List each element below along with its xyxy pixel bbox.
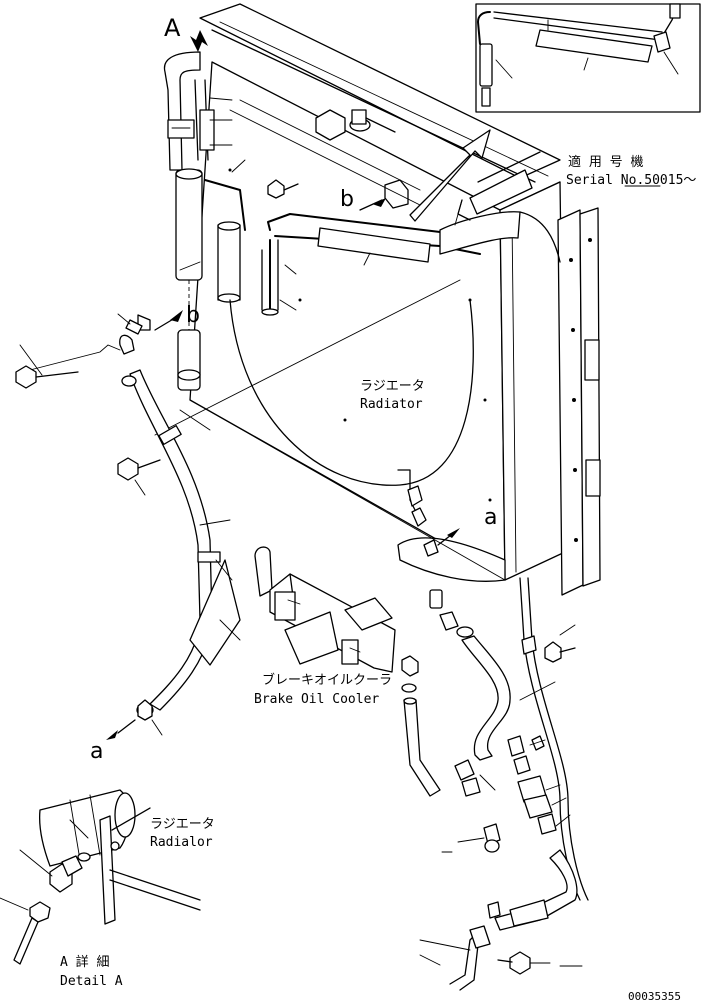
ref-b-label-top: b — [340, 187, 354, 212]
lower-right-hoses — [397, 469, 589, 991]
upper-hoses — [267, 199, 561, 266]
view-a-label: A — [164, 14, 181, 42]
leader-lines — [154, 97, 661, 581]
detail-a — [0, 789, 201, 965]
brake-oil-cooler — [254, 546, 396, 673]
radiator-en-label: Radiator — [360, 397, 423, 412]
ref-a-label-left: a — [90, 739, 103, 764]
detail-a-jp-label: A 詳 細 — [60, 954, 109, 970]
brake-cooler-jp-label: ブレーキオイルクーラ — [262, 672, 392, 688]
lower-left-hose — [15, 313, 241, 740]
inset-serial-view — [475, 3, 701, 113]
text-labels: A b b a a ラジエータ Radiator ブレーキオイルクーラ Brak… — [60, 14, 696, 1003]
view-a-arrow-icon — [190, 30, 208, 52]
brake-cooler-en-label: Brake Oil Cooler — [254, 692, 379, 707]
view-arrow — [409, 129, 491, 222]
detail-radiator-en-label: Radialor — [150, 835, 213, 850]
ref-b-label-left: b — [186, 303, 200, 328]
serial-jp-label: 適 用 号 機 — [568, 154, 643, 170]
ref-b-arrows — [154, 198, 386, 331]
left-hose-assembly — [163, 51, 299, 391]
serial-en-label: Serial No.50015～ — [566, 173, 696, 188]
drawing-number: 00035355 — [628, 990, 681, 1003]
detail-a-en-label: Detail A — [60, 974, 123, 989]
detail-radiator-jp-label: ラジエータ — [150, 817, 215, 832]
radiator-jp-label: ラジエータ — [360, 379, 425, 394]
hose-route-curve — [229, 299, 474, 486]
ref-a-label-right: a — [484, 505, 497, 530]
